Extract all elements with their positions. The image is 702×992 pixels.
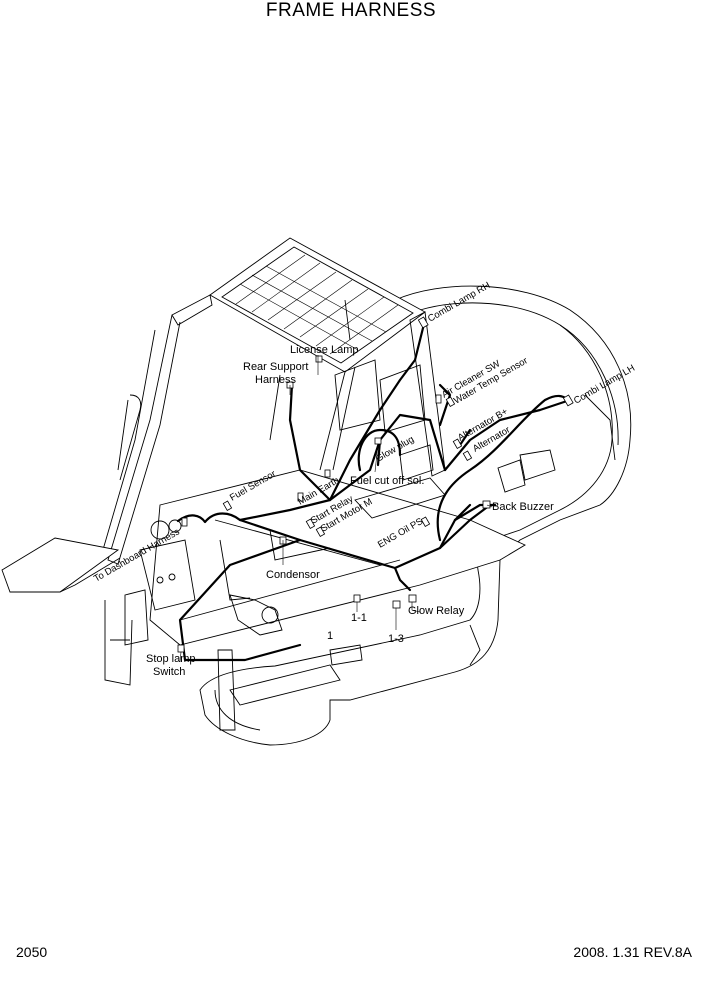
label-stop-lamp-switch: Stop lamp xyxy=(146,653,196,665)
leader-lines xyxy=(179,355,493,663)
page-number: 2050 xyxy=(16,944,48,960)
label-ref-1: 1 xyxy=(327,630,333,642)
label-glow-relay: Glow Relay xyxy=(408,605,465,617)
label-condensor: Condensor xyxy=(266,569,320,581)
page-title: FRAME HARNESS xyxy=(265,0,437,21)
label-rear-support-harness: Rear Support xyxy=(243,361,308,373)
connectors xyxy=(177,316,574,653)
label-fuel-cut-off-sol: Fuel cut off sol. xyxy=(350,475,424,487)
harness-wires xyxy=(176,318,572,662)
revision-date: 2008. 1.31 REV.8A xyxy=(573,944,692,960)
label-ref-1-1: 1-1 xyxy=(351,612,367,624)
label-back-buzzer: Back Buzzer xyxy=(492,501,554,513)
counterweight-body xyxy=(199,285,632,746)
chassis-frame xyxy=(104,359,526,731)
label-ref-1-3: 1-3 xyxy=(388,633,404,645)
label-rear-support-harness-2: Harness xyxy=(255,374,296,386)
foot-step xyxy=(1,537,121,593)
label-license-lamp: License Lamp xyxy=(290,344,359,356)
label-stop-lamp-switch-2: Switch xyxy=(153,666,185,678)
